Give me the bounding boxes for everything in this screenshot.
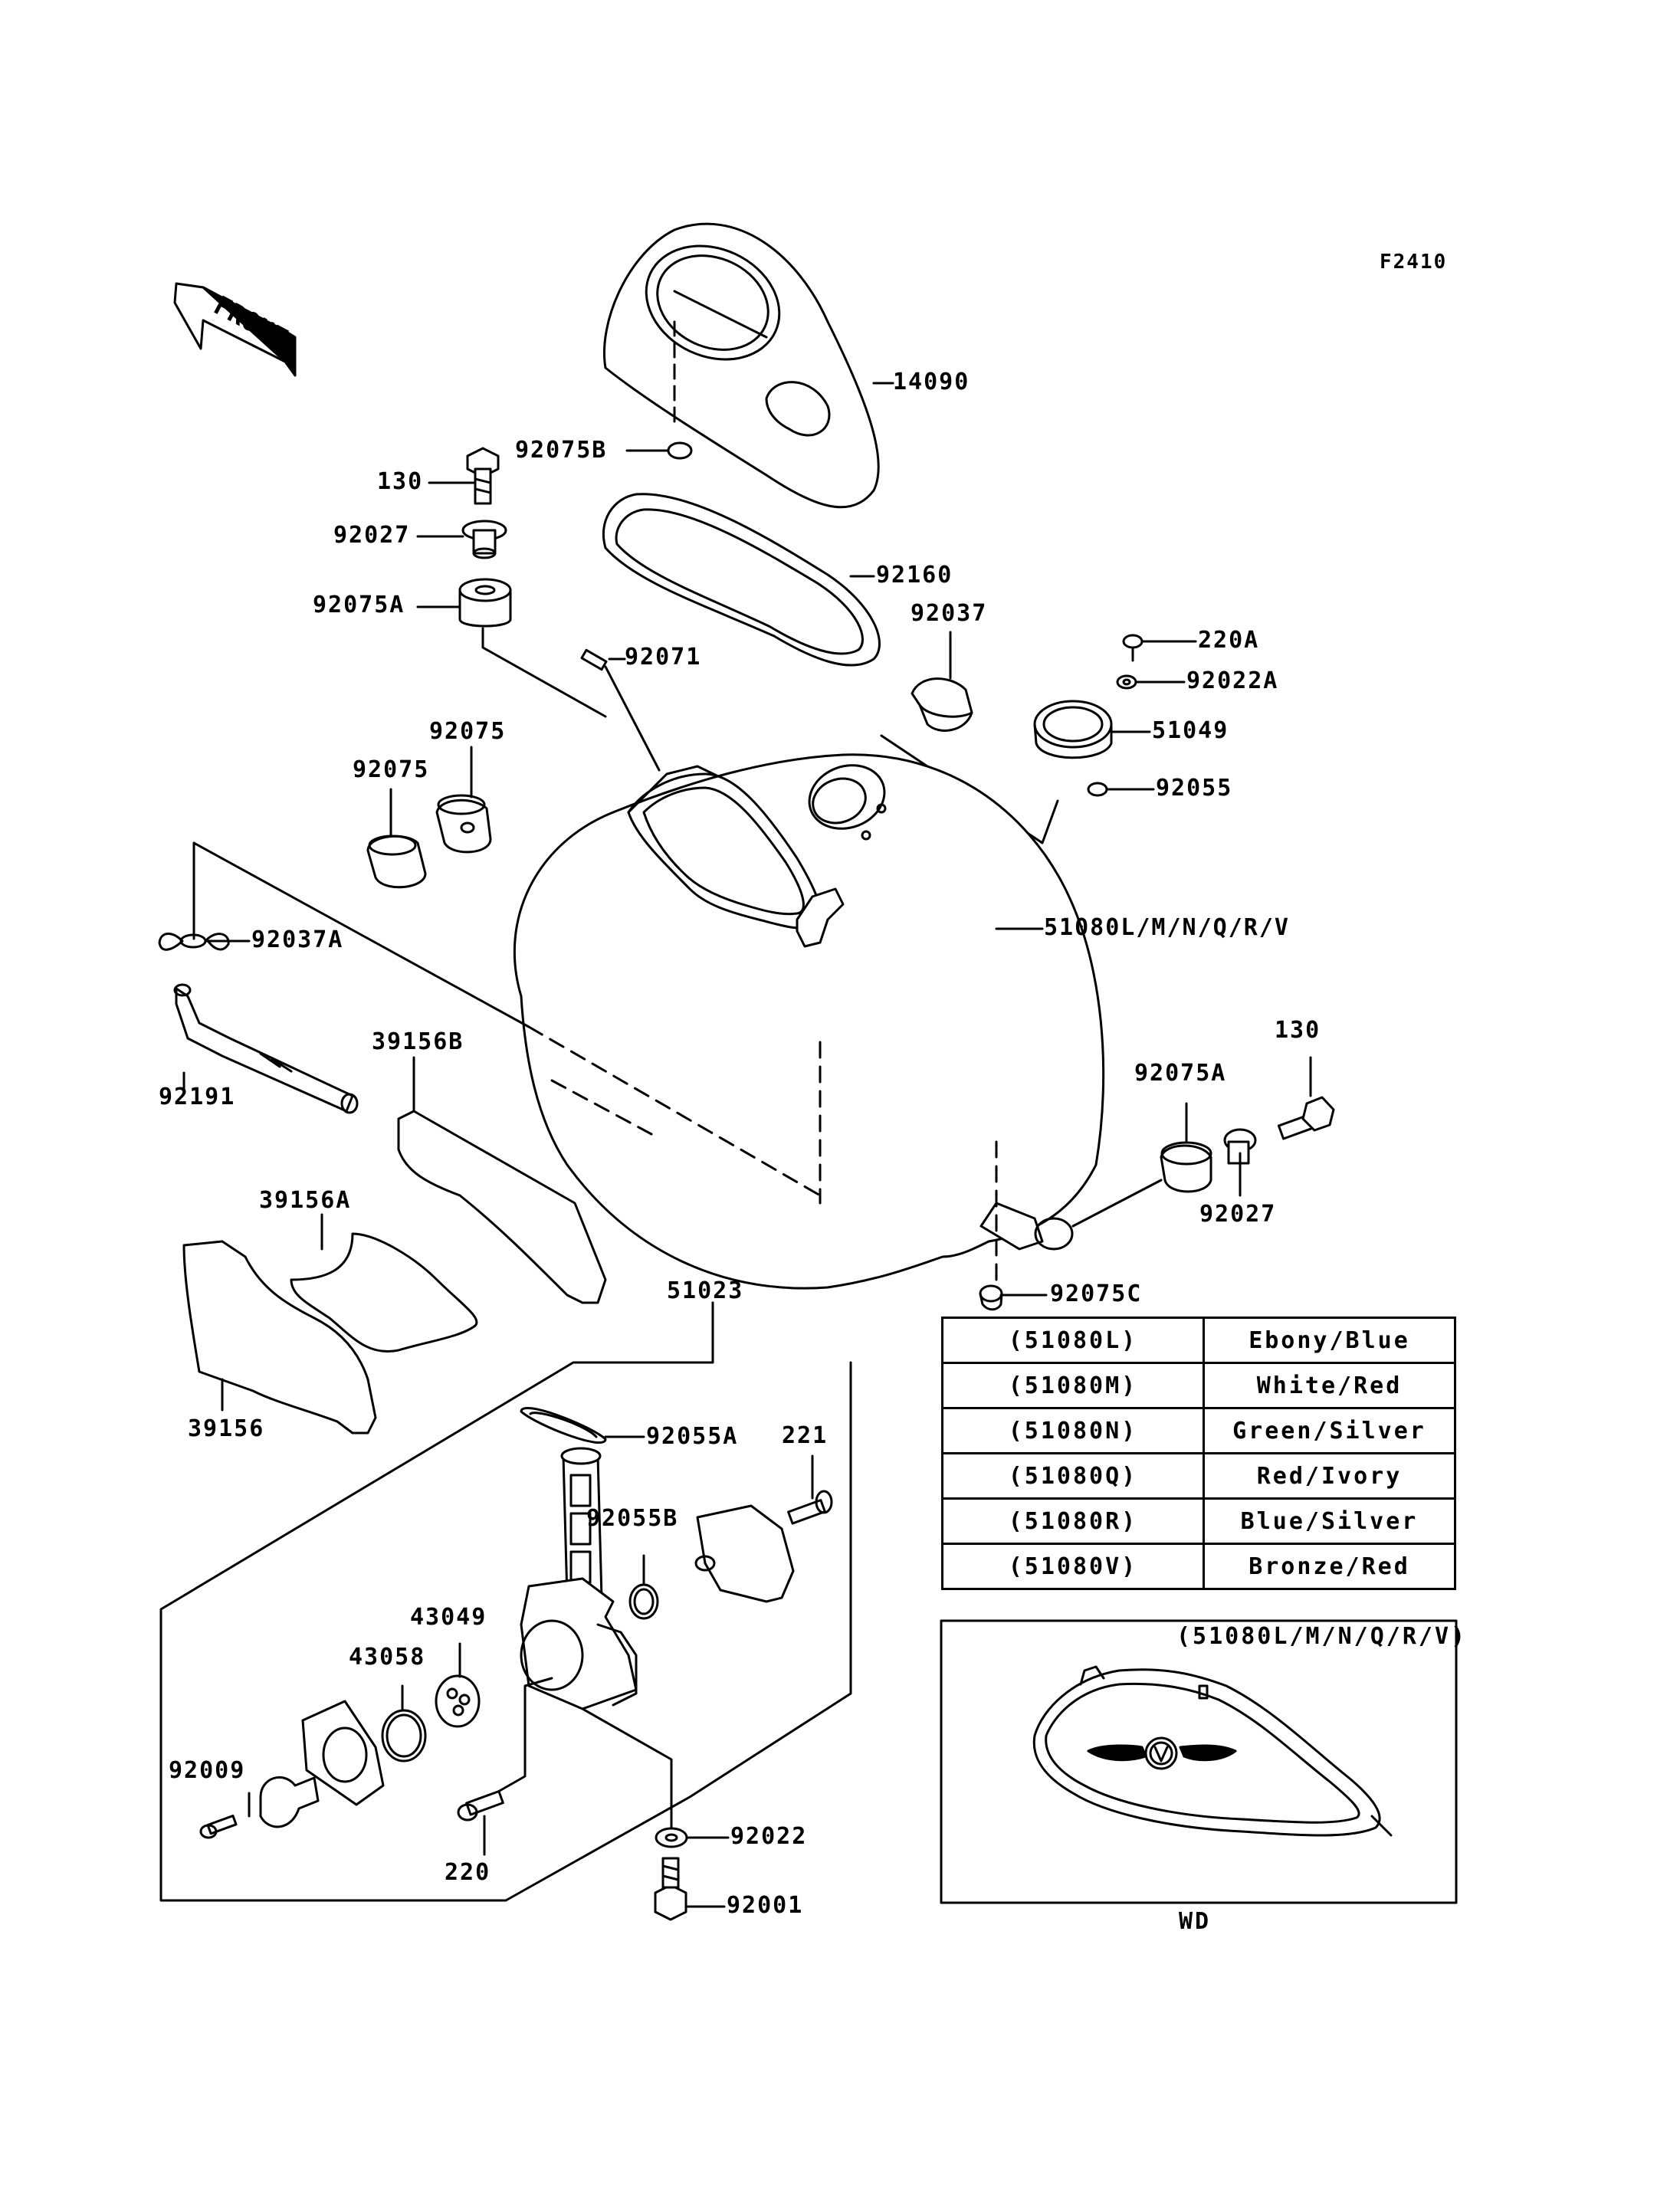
table-cell-color: White/Red <box>1203 1362 1456 1409</box>
part-label-92055A[interactable]: 92055A <box>646 1423 739 1450</box>
fuel-valve-body <box>520 1577 638 1710</box>
part-label-43049[interactable]: 43049 <box>410 1604 487 1631</box>
part-label-92027-bottom[interactable]: 92027 <box>1199 1201 1277 1228</box>
front-arrow-icon: FRONT <box>173 282 297 377</box>
bolt-130-bottom <box>1277 1096 1335 1140</box>
damper-92075A-bottom <box>1160 1141 1212 1193</box>
part-label-92027-top[interactable]: 92027 <box>333 522 411 549</box>
part-label-220A[interactable]: 220A <box>1198 627 1260 654</box>
gasket-92160 <box>602 493 881 667</box>
table-cell-color: Bronze/Red <box>1203 1543 1456 1590</box>
part-label-51023[interactable]: 51023 <box>667 1277 744 1304</box>
part-label-43058[interactable]: 43058 <box>349 1644 426 1671</box>
part-label-92075A-top[interactable]: 92075A <box>313 592 405 618</box>
part-label-221[interactable]: 221 <box>782 1422 829 1449</box>
pad-39156B <box>397 1110 607 1304</box>
table-cell-color: Blue/Silver <box>1203 1497 1456 1545</box>
collar-92027-top <box>461 520 507 559</box>
table-cell-color: Ebony/Blue <box>1203 1317 1456 1364</box>
part-label-92075-right[interactable]: 92075 <box>429 718 507 745</box>
inset-tank-illustration <box>1032 1665 1393 1837</box>
filter-43049 <box>435 1674 481 1728</box>
part-label-92191[interactable]: 92191 <box>159 1084 236 1110</box>
table-row: (51080L) Ebony/Blue <box>941 1317 1456 1364</box>
part-label-92071[interactable]: 92071 <box>625 644 702 671</box>
fuel-valve-group-outline <box>159 1301 852 1902</box>
part-label-92075A-bottom[interactable]: 92075A <box>1134 1060 1227 1087</box>
fuel-cap-51049 <box>1033 700 1113 759</box>
table-row: (51080N) Green/Silver <box>941 1407 1456 1454</box>
table-cell-code: (51080R) <box>941 1497 1205 1545</box>
fuel-valve-lever <box>560 1447 603 1599</box>
valve-knob <box>259 1776 320 1828</box>
screw-92009 <box>199 1815 238 1839</box>
clamp-92037 <box>911 677 973 732</box>
part-label-39156[interactable]: 39156 <box>188 1415 265 1442</box>
part-label-51049[interactable]: 51049 <box>1152 717 1229 744</box>
part-label-92009[interactable]: 92009 <box>169 1757 246 1784</box>
damper-92075A-top <box>458 578 512 628</box>
bolt-130-top <box>466 447 500 505</box>
color-table: (51080L) Ebony/Blue (51080M) White/Red (… <box>941 1317 1456 1590</box>
part-label-130-bottom[interactable]: 130 <box>1275 1017 1321 1044</box>
damper-92075-right <box>435 794 492 854</box>
table-cell-color: Green/Silver <box>1203 1407 1456 1454</box>
screw-221 <box>787 1490 833 1525</box>
part-label-130-top[interactable]: 130 <box>377 468 424 495</box>
part-label-92037[interactable]: 92037 <box>911 600 988 627</box>
part-label-92037A[interactable]: 92037A <box>251 926 344 953</box>
table-row: (51080Q) Red/Ivory <box>941 1452 1456 1500</box>
valve-cover-plate <box>694 1504 795 1603</box>
valve-gasket-plate <box>301 1700 385 1806</box>
table-cell-code: (51080M) <box>941 1362 1205 1409</box>
part-label-92055[interactable]: 92055 <box>1156 775 1233 802</box>
part-label-92022[interactable]: 92022 <box>730 1823 808 1850</box>
collar-92027-bottom <box>1223 1128 1257 1165</box>
table-cell-code: (51080V) <box>941 1543 1205 1590</box>
hose-92191 <box>173 983 359 1114</box>
table-cell-code: (51080N) <box>941 1407 1205 1454</box>
table-row: (51080V) Bronze/Red <box>941 1543 1456 1590</box>
pad-39156 <box>182 1240 377 1435</box>
screw-220A <box>1122 634 1144 662</box>
part-label-39156B[interactable]: 39156B <box>372 1028 464 1055</box>
table-row: (51080M) White/Red <box>941 1362 1456 1409</box>
part-label-92001[interactable]: 92001 <box>727 1892 804 1919</box>
inset-title: (51080L/M/N/Q/R/V) <box>1176 1623 1468 1650</box>
part-label-220[interactable]: 220 <box>445 1859 491 1886</box>
part-label-39156A[interactable]: 39156A <box>259 1187 352 1214</box>
inset-box <box>940 1619 1458 1904</box>
part-label-92055B[interactable]: 92055B <box>586 1505 679 1532</box>
figure-ref: F2410 <box>1380 251 1448 274</box>
table-cell-code: (51080L) <box>941 1317 1205 1364</box>
table-row: (51080R) Blue/Silver <box>941 1497 1456 1545</box>
damper-92075-left <box>366 835 427 889</box>
part-label-51080[interactable]: 51080L/M/N/Q/R/V <box>1044 914 1290 941</box>
part-label-14090[interactable]: 14090 <box>893 369 970 395</box>
part-label-92075B[interactable]: 92075B <box>515 437 608 464</box>
part-label-92160[interactable]: 92160 <box>876 562 953 589</box>
fuel-tank-51080 <box>514 753 1105 1290</box>
bolt-92001 <box>654 1857 687 1921</box>
pad-39156A <box>290 1232 478 1353</box>
inset-caption: WD <box>1179 1908 1212 1935</box>
table-cell-code: (51080Q) <box>941 1452 1205 1500</box>
part-label-92075C[interactable]: 92075C <box>1050 1280 1143 1307</box>
part-label-92022A[interactable]: 92022A <box>1186 667 1279 694</box>
gasket-92055A <box>520 1407 607 1444</box>
screw-220 <box>457 1790 504 1822</box>
part-label-92075-left[interactable]: 92075 <box>353 756 430 783</box>
table-cell-color: Red/Ivory <box>1203 1452 1456 1500</box>
meter-cover-14090 <box>603 222 880 509</box>
